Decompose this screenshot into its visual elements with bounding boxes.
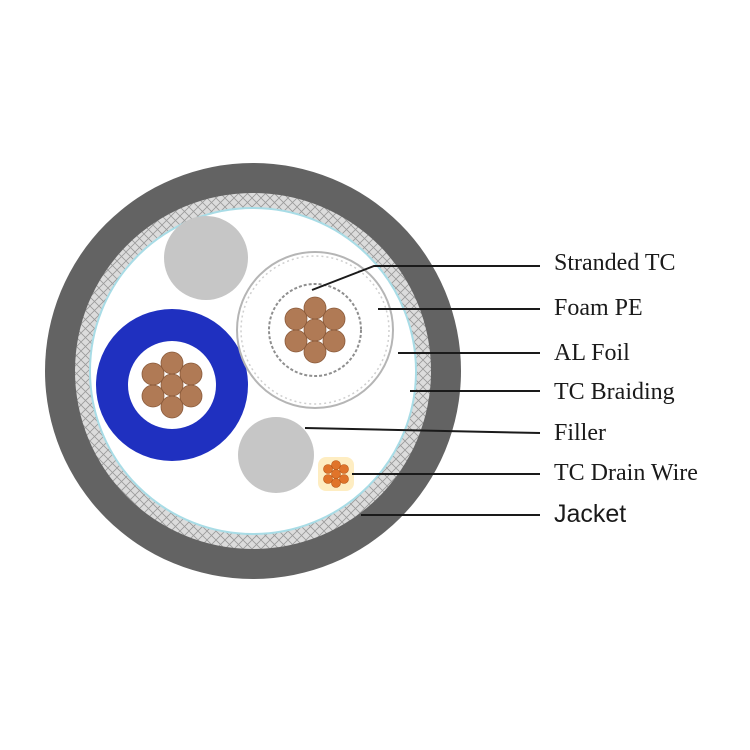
leader-filler xyxy=(304,427,541,434)
tc-drain-wire xyxy=(323,460,349,488)
filler-bottom xyxy=(238,417,314,493)
stranded-conductor-right xyxy=(284,296,346,364)
label-tc-braiding: TC Braiding xyxy=(554,379,675,405)
stranded-conductor-left xyxy=(141,351,203,419)
leader-stranded-tc xyxy=(311,265,540,291)
label-jacket: Jacket xyxy=(554,500,627,528)
label-tc-drain-wire: TC Drain Wire xyxy=(554,460,698,486)
filler-top xyxy=(164,216,248,300)
label-filler: Filler xyxy=(554,420,606,446)
label-stranded-tc: Stranded TC xyxy=(554,250,676,276)
label-foam-pe: Foam PE xyxy=(554,295,643,321)
foam-pe-dotted xyxy=(240,255,390,405)
label-al-foil: AL Foil xyxy=(554,340,630,366)
leader-lines xyxy=(304,265,541,516)
